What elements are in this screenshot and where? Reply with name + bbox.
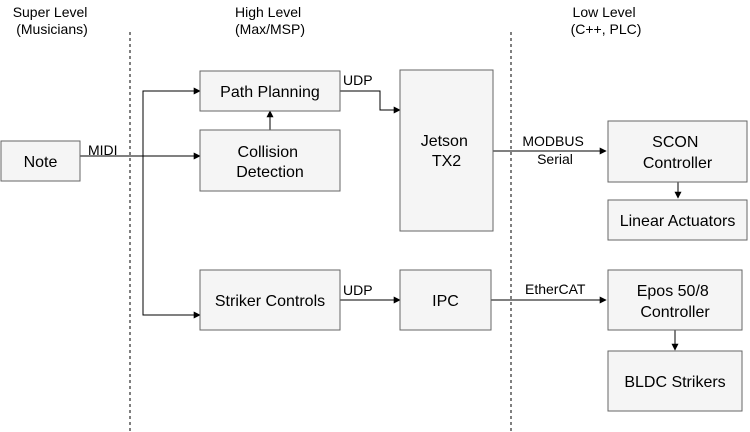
level-high-header: High Level (Max/MSP)	[235, 4, 305, 37]
edge-bus-striker-controls	[142, 156, 201, 319]
node-note[interactable]: Note	[0, 140, 81, 182]
level-super-title: Super Level	[13, 4, 88, 20]
node-collision-detection[interactable]: Collision Detection	[199, 129, 341, 192]
node-bldc-label: BLDC Strikers	[624, 374, 725, 391]
node-ipc-label: IPC	[432, 293, 459, 310]
edge-label-ethercat: EtherCAT	[525, 281, 586, 297]
node-note-label: Note	[24, 154, 58, 171]
svg-text:Collision Detection: Collision Detection	[236, 144, 304, 181]
node-linear-actuators-label: Linear Actuators	[620, 213, 736, 230]
node-jetson-line1: Jetson	[421, 133, 468, 150]
node-scon-line2: Controller	[643, 155, 713, 172]
node-path-planning[interactable]: Path Planning	[199, 70, 341, 112]
node-collision-detection-line2: Detection	[236, 164, 304, 181]
edge-label-udp-bottom: UDP	[343, 282, 373, 298]
node-ipc[interactable]: IPC	[399, 269, 492, 331]
edge-path-planning-to-jetson	[340, 90, 401, 114]
level-low-header: Low Level (C++, PLC)	[571, 4, 642, 37]
node-jetson-line2: TX2	[432, 153, 461, 170]
edge-label-midi: MIDI	[88, 142, 118, 158]
node-epos-controller[interactable]: Epos 50/8 Controller	[607, 269, 743, 331]
level-super-header: Super Level (Musicians)	[13, 4, 92, 37]
level-super-subtitle: (Musicians)	[16, 21, 88, 37]
svg-text:Path Planning: Path Planning	[220, 84, 320, 101]
edge-label-modbus-line2: Serial	[537, 151, 573, 167]
svg-text:Note: Note	[24, 154, 58, 171]
node-linear-actuators[interactable]: Linear Actuators	[607, 199, 748, 241]
svg-text:BLDC Strikers: BLDC Strikers	[624, 374, 725, 391]
level-high-title: High Level	[235, 4, 301, 20]
svg-text:Linear Actuators: Linear Actuators	[620, 213, 736, 230]
edge-label-udp-top: UDP	[343, 72, 373, 88]
edge-label-modbus: MODBUS Serial	[522, 133, 587, 167]
node-striker-controls-label: Striker Controls	[215, 293, 325, 310]
svg-text:Epos 50/8 Controller: Epos 50/8 Controller	[637, 283, 714, 321]
svg-text:Striker Controls: Striker Controls	[215, 293, 325, 310]
svg-text:Jetson TX2: Jetson TX2	[421, 133, 473, 170]
node-path-planning-label: Path Planning	[220, 84, 320, 101]
node-bldc-strikers[interactable]: BLDC Strikers	[607, 350, 743, 412]
node-striker-controls[interactable]: Striker Controls	[199, 269, 341, 331]
edge-label-modbus-line1: MODBUS	[522, 133, 583, 149]
svg-text:SCON Controller: SCON Controller	[643, 134, 713, 172]
level-high-subtitle: (Max/MSP)	[235, 21, 305, 37]
node-epos-line1: Epos 50/8	[637, 283, 709, 300]
svg-text:IPC: IPC	[432, 293, 459, 310]
edges	[80, 87, 682, 351]
node-scon-line1: SCON	[652, 134, 698, 151]
level-low-subtitle: (C++, PLC)	[571, 21, 642, 37]
node-scon-controller[interactable]: SCON Controller	[607, 120, 748, 183]
level-low-title: Low Level	[573, 4, 636, 20]
edge-bus-path-planning	[142, 87, 201, 156]
node-jetson-tx2[interactable]: Jetson TX2	[399, 69, 494, 232]
node-epos-line2: Controller	[640, 304, 710, 321]
node-collision-detection-line1: Collision	[238, 144, 298, 161]
